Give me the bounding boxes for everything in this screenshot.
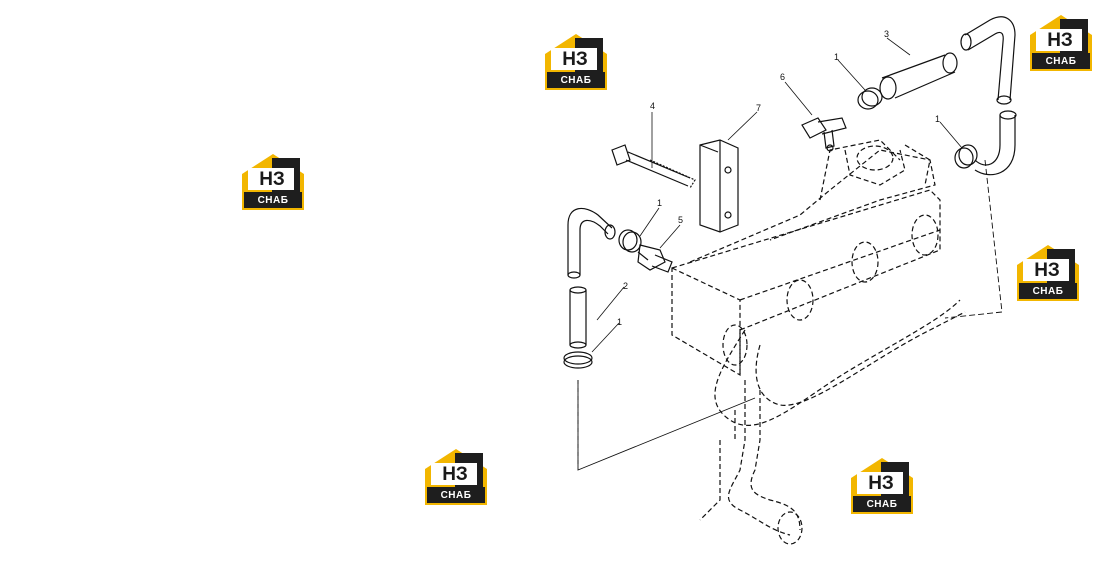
watermark-logo: НЗ СНАБ — [425, 447, 487, 505]
watermark-logo: НЗ СНАБ — [1030, 13, 1092, 71]
callout-5: 5 — [678, 215, 683, 225]
clamp-middle-left — [618, 229, 642, 253]
callout-numbers: 4 7 6 1 3 1 1 5 2 1 — [617, 29, 940, 327]
part-3-hose — [879, 16, 1017, 176]
clamp-right — [954, 144, 978, 169]
callout-3: 3 — [884, 29, 889, 39]
callout-leaders — [591, 37, 963, 353]
watermark-logo: НЗ СНАБ — [851, 456, 913, 514]
engine-block-outline — [671, 139, 966, 545]
part-7-bracket — [699, 139, 739, 233]
callout-1-top: 1 — [834, 52, 839, 62]
callout-1-middle: 1 — [657, 198, 662, 208]
callout-6: 6 — [780, 72, 785, 82]
part-4-bolt — [611, 144, 696, 189]
watermark-logo: НЗ СНАБ — [545, 32, 607, 90]
callout-1-right: 1 — [935, 114, 940, 124]
part-2-hose-lower — [569, 286, 587, 349]
alignment-lines — [577, 159, 1003, 471]
clamp-bottom-left — [563, 351, 593, 369]
callout-2: 2 — [623, 281, 628, 291]
callout-4: 4 — [650, 101, 655, 111]
part-5-fitting — [637, 244, 673, 273]
callout-1-bottom: 1 — [617, 317, 622, 327]
part-6-fitting — [801, 117, 847, 152]
part-2-hose-upper — [567, 207, 616, 279]
watermark-logo: НЗ СНАБ — [1017, 243, 1079, 301]
watermark-logo: НЗ СНАБ — [242, 152, 304, 210]
clamp-top — [857, 87, 883, 110]
callout-7: 7 — [756, 103, 761, 113]
